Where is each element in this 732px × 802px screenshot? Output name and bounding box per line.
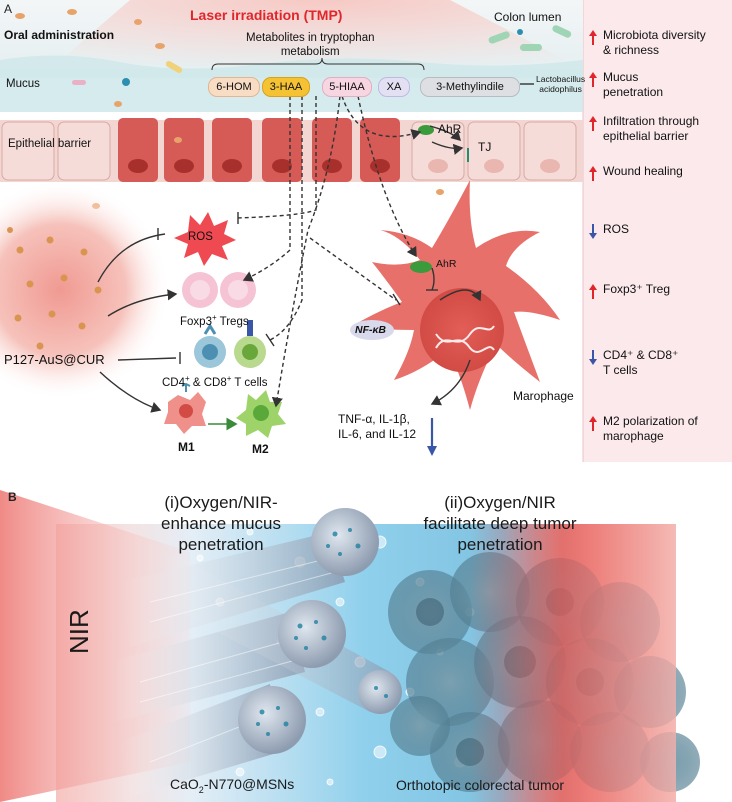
t-cells <box>194 320 266 368</box>
solid-arrows <box>97 83 534 413</box>
label-i-mucus-penetration: (i)Oxygen/NIR- enhance mucus penetration <box>160 493 282 554</box>
nfkb-label: NF-κB <box>355 324 387 336</box>
up-arrow-icon <box>589 116 599 131</box>
colon-lumen-label: Colon lumen <box>494 10 562 24</box>
metabolite-5hiaa: 5-HIAA <box>322 77 372 97</box>
tumor-label: Orthotopic colorectal tumor <box>396 777 565 793</box>
panel-a-letter: A <box>4 2 13 16</box>
m2-cell <box>236 390 286 438</box>
nir-beam <box>0 490 190 802</box>
metabolite-xa: XA <box>378 77 410 97</box>
ahr-epithelial-label: AhR <box>438 122 462 136</box>
metabolites-title: Metabolites in tryptophan metabolism <box>246 32 375 58</box>
tj-label: TJ <box>478 140 492 154</box>
down-arrow-icon <box>589 350 599 365</box>
nir-label: NIR <box>64 609 94 654</box>
lactobacillus-label: Lactobacillus acidophilus <box>536 74 586 94</box>
ahr-macrophage-label: AhR <box>436 258 457 270</box>
treg-cells <box>182 272 256 308</box>
dashed-arrows <box>235 95 422 408</box>
up-arrow-icon <box>589 416 599 431</box>
m1-cell <box>164 382 206 434</box>
m2-label: M2 <box>252 442 269 456</box>
up-arrow-icon <box>589 30 599 45</box>
panel-b-artwork <box>0 490 700 802</box>
oral-administration-label: Oral administration <box>4 28 115 42</box>
down-arrow-icon <box>589 224 599 239</box>
up-arrow-icon <box>589 284 599 299</box>
label-ii-tumor-penetration: (ii)Oxygen/NIR facilitate deep tumor pen… <box>423 493 577 554</box>
panel-a: A Laser irradiation (TMP) Oral administr… <box>0 0 732 462</box>
up-arrow-icon <box>589 72 599 87</box>
metabolite-3haa: 3-HAA <box>262 77 310 97</box>
laser-title: Laser irradiation (TMP) <box>190 7 343 23</box>
tumor-red-overlay <box>470 524 676 802</box>
macrophage-nucleus <box>420 288 504 372</box>
outcome-list: Microbiota diversity & richness Mucus pe… <box>583 0 732 462</box>
outcome-panel-bg <box>583 0 732 462</box>
nanoparticle-cloud <box>0 180 170 400</box>
laser-beam <box>40 0 600 78</box>
nanoparticle-label: P127-AuS@CUR <box>4 352 105 367</box>
cd-t-cells-label: CD4+ & CD8+ T cells <box>162 374 268 389</box>
msn-label: CaO2-N770@MSNs <box>170 776 295 795</box>
foxp3-tregs-label: Foxp3+ Tregs <box>180 313 249 328</box>
panel-b-letter: B <box>8 490 17 504</box>
ros-starburst <box>174 212 236 266</box>
m1-label: M1 <box>178 440 195 454</box>
dna-helix <box>435 325 495 353</box>
panel-a-artwork <box>0 0 732 462</box>
nanoparticle-dots <box>7 227 102 350</box>
msn-spheres <box>238 508 402 754</box>
cytokines-label: TNF-α, IL-1β, IL-6, and IL-12 <box>338 412 417 441</box>
mucus-label: Mucus <box>6 78 40 90</box>
macrophage-label: Marophage <box>513 389 574 403</box>
metabolite-bracket <box>211 57 425 71</box>
metabolite-6hom: 6-HOM <box>208 77 260 97</box>
up-arrow-icon <box>589 166 599 181</box>
epithelial-barrier-label: Epithelial barrier <box>8 138 92 150</box>
panel-b: B (i)Oxygen/NIR- enhance mucus penetrati… <box>0 462 732 802</box>
metabolite-3-methylindile: 3-Methylindile <box>420 77 520 97</box>
ros-label: ROS <box>188 231 213 243</box>
